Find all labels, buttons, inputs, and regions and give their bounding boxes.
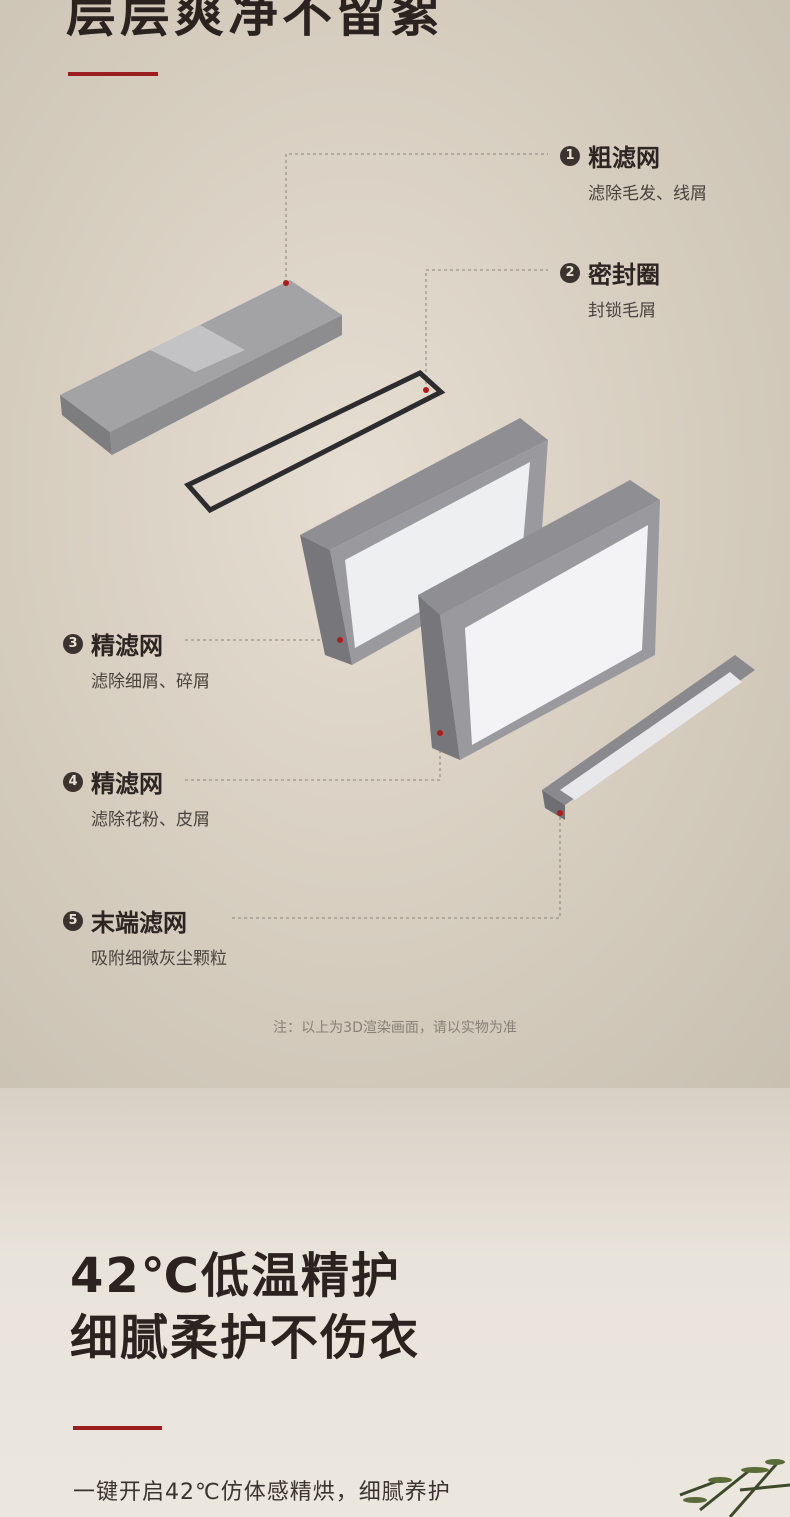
number-badge: 3 bbox=[63, 633, 83, 654]
section-title-2: 42℃低温精护 细腻柔护不伤衣 bbox=[70, 1245, 420, 1369]
number-badge: 2 bbox=[560, 262, 580, 283]
number-badge: 5 bbox=[63, 910, 83, 931]
callout-desc: 滤除细屑、碎屑 bbox=[91, 672, 210, 692]
leader-line-4 bbox=[185, 735, 441, 781]
callout-2: 2 密封圈 封锁毛屑 bbox=[560, 255, 660, 321]
callout-desc: 滤除花粉、皮屑 bbox=[91, 810, 210, 830]
callout-title: 精滤网 bbox=[91, 632, 163, 660]
leader-line-1 bbox=[285, 153, 548, 283]
section-body: 一键开启42℃仿体感精烘，细腻养护 bbox=[73, 1480, 451, 1505]
coarse-filter bbox=[60, 280, 342, 455]
low-temp-section bbox=[0, 1088, 790, 1517]
callout-desc: 滤除毛发、线屑 bbox=[588, 184, 707, 204]
accent-divider bbox=[68, 72, 158, 76]
number-badge: 1 bbox=[560, 145, 580, 166]
callout-desc: 封锁毛屑 bbox=[588, 301, 656, 321]
callout-5: 5 末端滤网 吸附细微灰尘颗粒 bbox=[63, 903, 227, 969]
callout-4: 4 精滤网 滤除花粉、皮屑 bbox=[63, 764, 210, 830]
number-badge: 4 bbox=[63, 771, 83, 792]
fine-filter-2 bbox=[418, 480, 660, 760]
callout-title: 粗滤网 bbox=[588, 144, 660, 172]
callout-3: 3 精滤网 滤除细屑、碎屑 bbox=[63, 626, 210, 692]
callout-title: 精滤网 bbox=[91, 770, 163, 798]
accent-divider-2 bbox=[73, 1426, 162, 1430]
leader-line-2 bbox=[425, 269, 548, 390]
filter-exploded-illustration bbox=[60, 153, 755, 919]
render-disclaimer: 注：以上为3D渲染画面，请以实物为准 bbox=[273, 1020, 517, 1036]
filter-layers-section: 层层爽净不留絮 bbox=[0, 0, 790, 1088]
callout-desc: 吸附细微灰尘颗粒 bbox=[91, 949, 227, 969]
fine-filter-1 bbox=[300, 418, 548, 665]
callout-1: 1 粗滤网 滤除毛发、线屑 bbox=[560, 138, 707, 204]
seal-ring bbox=[183, 370, 446, 514]
callout-title: 密封圈 bbox=[588, 261, 660, 289]
title-line-1: 42℃低温精护 bbox=[70, 1248, 401, 1304]
callout-title: 末端滤网 bbox=[91, 909, 187, 937]
bamboo-plant-image bbox=[679, 1459, 790, 1517]
leader-line-5 bbox=[232, 815, 561, 919]
title-line-2: 细腻柔护不伤衣 bbox=[70, 1310, 421, 1366]
section-title: 层层爽净不留絮 bbox=[66, 0, 444, 43]
